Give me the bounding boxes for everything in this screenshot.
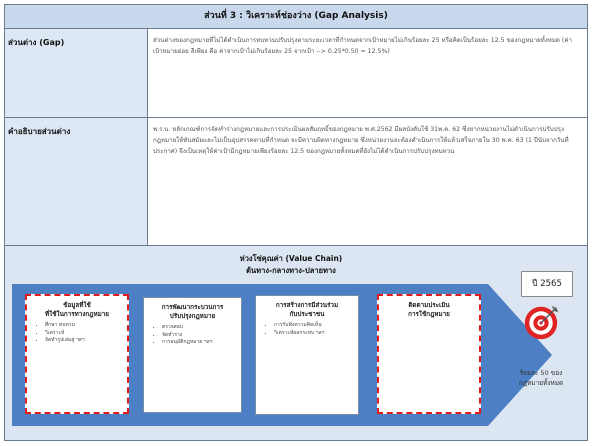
chain-card-1-title: ข้อมูลที่ใช้ ที่ใช้ในการทางกฎหมาย bbox=[27, 296, 127, 319]
year-badge: ปี 2565 bbox=[521, 271, 573, 297]
explain-text: พ.ร.บ. หลักเกณฑ์การจัดทำร่างกฎหมายและการ… bbox=[153, 126, 569, 155]
chain-card-2-title-line2: ปรับปรุงกฎหมาย bbox=[169, 313, 216, 320]
chain-card-4-title-line1: ติดตามประเมิน bbox=[408, 302, 450, 309]
section-title: ส่วนที่ 3 : วิเคราะห์ช่องว่าง (Gap Analy… bbox=[5, 5, 587, 29]
chain-card-3-list: การรับฟังความคิดเห็น วิเคราะห์ผลกระทบ ฯล… bbox=[268, 322, 358, 337]
chain-card-2-list: ตรวจสอบ จัดทำร่าง การอนุมัติกฎหมาย ฯลฯ bbox=[156, 324, 241, 347]
gap-row: ส่วนต่าง (Gap) ส่วนต่างของกฎหมายที่ไม่ได… bbox=[5, 29, 587, 118]
list-item: วิเคราะห์ bbox=[45, 330, 127, 338]
chain-card-1-title-line2: ที่ใช้ในการทางกฎหมาย bbox=[45, 311, 109, 318]
chain-card-3-title-line2: กับประชาชน bbox=[289, 311, 325, 318]
chain-card-2-title: การพัฒนากระบวนการ ปรับปรุงกฎหมาย bbox=[144, 298, 241, 321]
target-caption-line1: ร้อยละ 50 ของ bbox=[519, 369, 563, 377]
chain-card-1: ข้อมูลที่ใช้ ที่ใช้ในการทางกฎหมาย ศึกษา … bbox=[25, 294, 129, 414]
list-item: จัดทำรูปเล่มสู่ ฯลฯ bbox=[45, 337, 127, 345]
value-chain-subtitle: ต้นทาง-กลางทาง-ปลายทาง bbox=[246, 266, 336, 275]
chain-card-3: การสร้างการมีส่วนร่วม กับประชาชน การรับฟ… bbox=[255, 295, 359, 415]
list-item: การอนุมัติกฎหมาย ฯลฯ bbox=[162, 339, 241, 347]
list-item: ศึกษา ทบทวน bbox=[45, 322, 127, 330]
chain-card-2: การพัฒนากระบวนการ ปรับปรุงกฎหมาย ตรวจสอบ… bbox=[143, 297, 242, 413]
list-item: จัดทำร่าง bbox=[162, 332, 241, 340]
target-caption-line2: กฎหมายทั้งหมด bbox=[518, 379, 564, 387]
list-item: ตรวจสอบ bbox=[162, 324, 241, 332]
chain-card-4: ติดตามประเมิน การใช้กฎหมาย bbox=[377, 294, 481, 414]
chain-card-1-title-line1: ข้อมูลที่ใช้ bbox=[63, 302, 91, 309]
gap-text: ส่วนต่างของกฎหมายที่ไม่ได้ดำเนินการทบทวน… bbox=[153, 37, 572, 55]
chain-card-4-title: ติดตามประเมิน การใช้กฎหมาย bbox=[379, 296, 479, 319]
chain-card-3-title: การสร้างการมีส่วนร่วม กับประชาชน bbox=[256, 296, 358, 319]
chain-card-3-title-line1: การสร้างการมีส่วนร่วม bbox=[275, 302, 339, 309]
list-item: การรับฟังความคิดเห็น bbox=[274, 322, 358, 330]
value-chain-title: ห่วงโซ่คุณค่า (Value Chain) bbox=[239, 254, 343, 263]
chain-card-1-list: ศึกษา ทบทวน วิเคราะห์ จัดทำรูปเล่มสู่ ฯล… bbox=[39, 322, 127, 345]
target-icon bbox=[524, 305, 559, 340]
explain-label: คำอธิบายส่วนต่าง bbox=[5, 118, 148, 245]
list-item: วิเคราะห์ผลกระทบ ฯลฯ bbox=[274, 330, 358, 338]
explain-row: คำอธิบายส่วนต่าง พ.ร.บ. หลักเกณฑ์การจัดท… bbox=[5, 118, 587, 246]
target-caption: ร้อยละ 50 ของ กฎหมายทั้งหมด bbox=[508, 368, 574, 388]
chain-card-2-title-line1: การพัฒนากระบวนการ bbox=[161, 304, 224, 311]
chain-card-4-title-line2: การใช้กฎหมาย bbox=[408, 311, 450, 318]
gap-label: ส่วนต่าง (Gap) bbox=[5, 29, 148, 117]
